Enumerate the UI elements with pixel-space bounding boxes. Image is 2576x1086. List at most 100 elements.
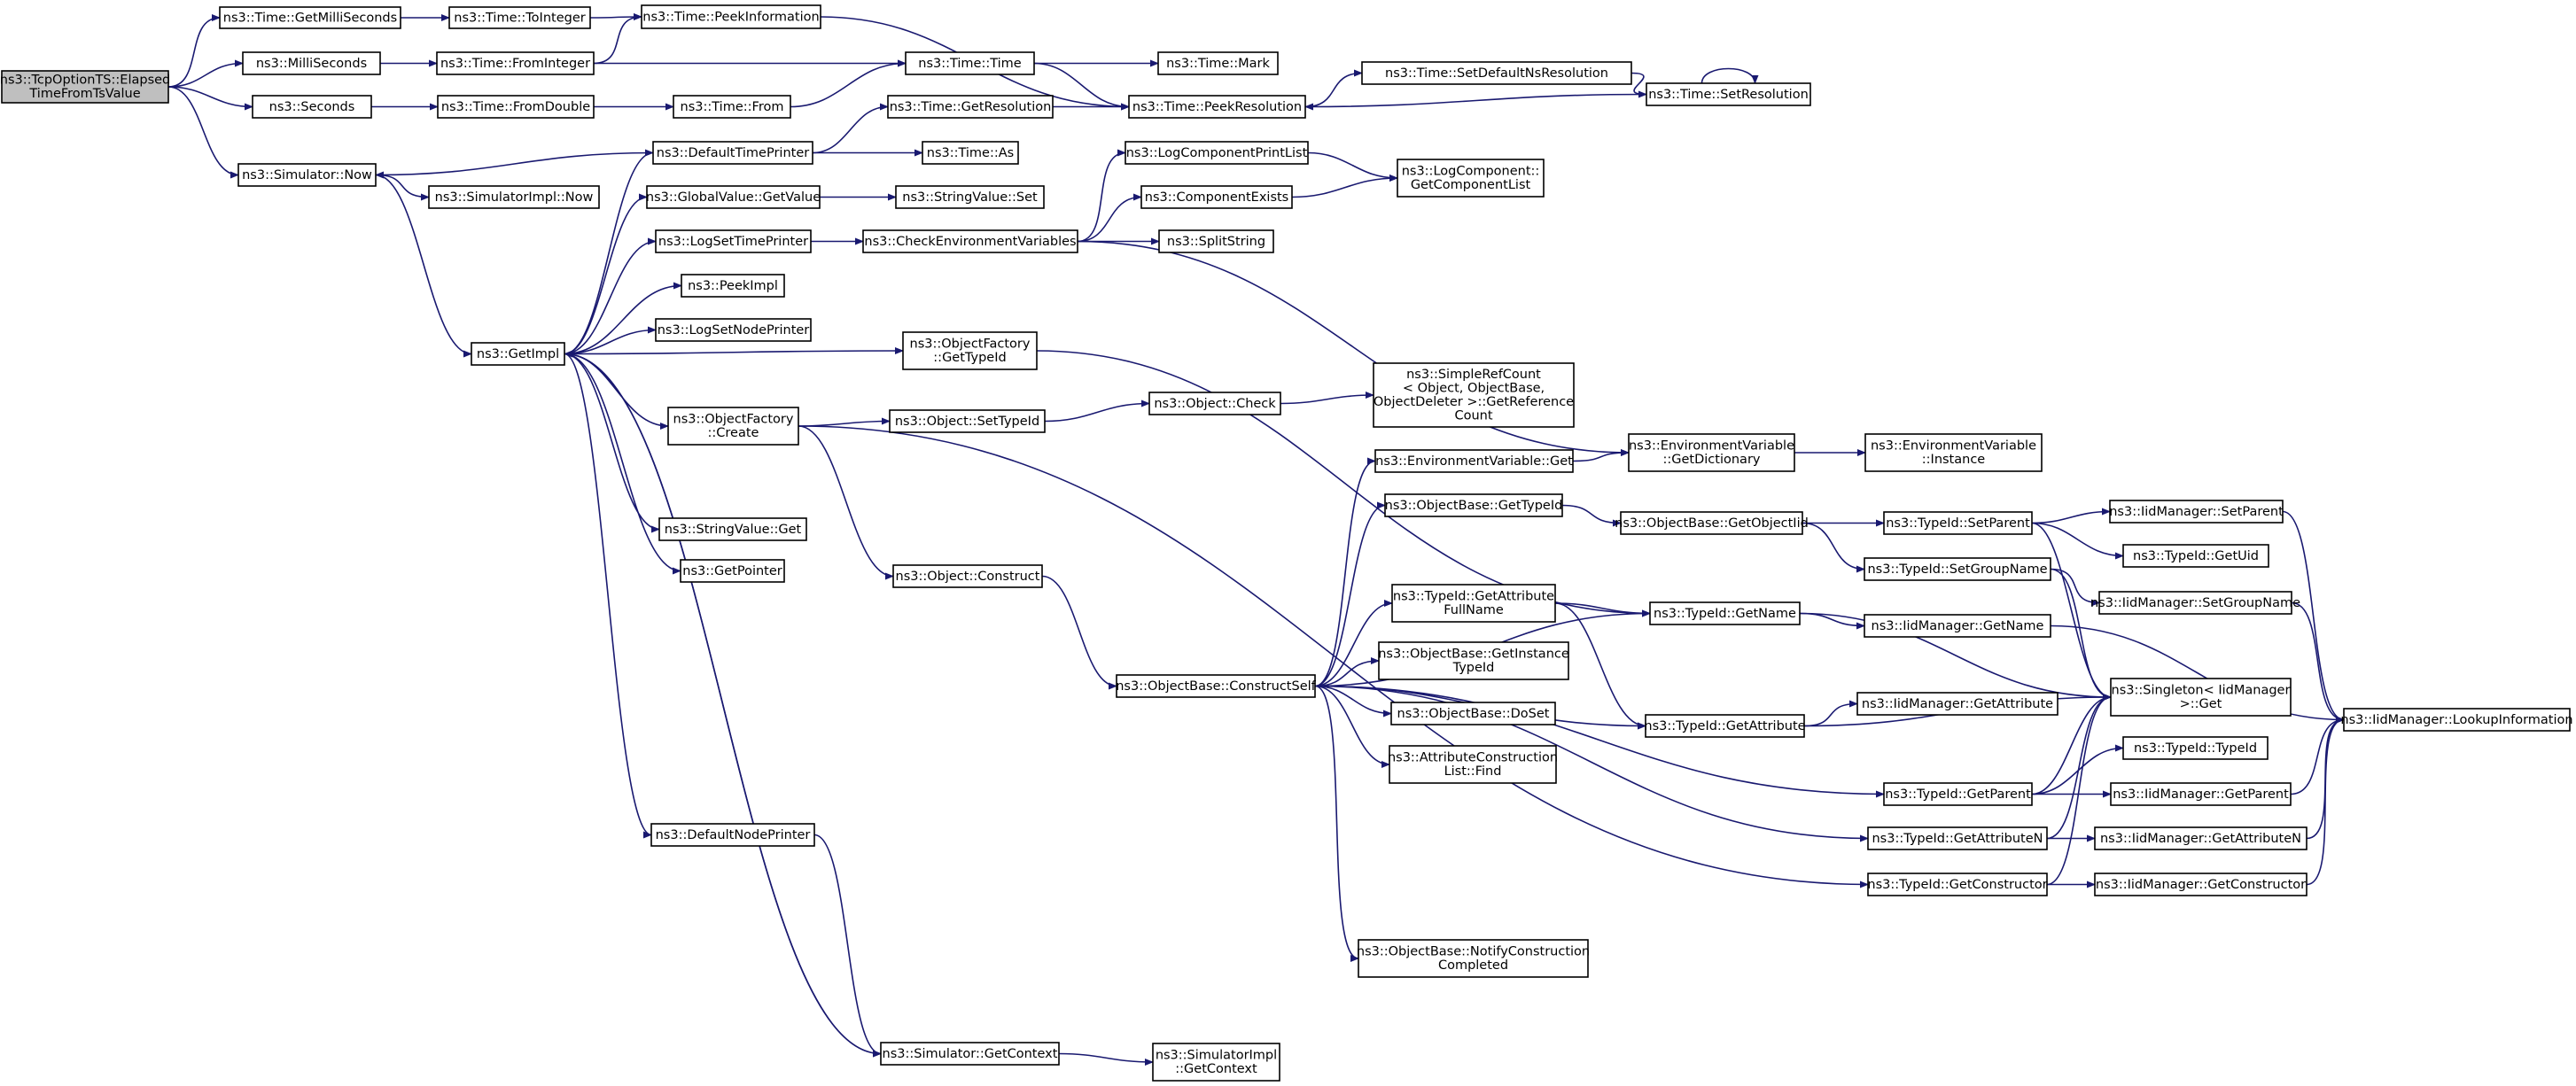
node-string-value-set[interactable]: ns3::StringValue::Set <box>895 185 1045 209</box>
node-box <box>2122 736 2269 760</box>
node-label: < Object, ObjectBase, <box>1403 382 1545 396</box>
node-peek-information[interactable]: ns3::Time::PeekInformation <box>641 4 821 29</box>
node-iid-lookup-information[interactable]: ns3::IidManager::LookupInformation <box>2340 708 2573 732</box>
node-from-integer[interactable]: ns3::Time::FromInteger <box>436 51 595 75</box>
node-time-as[interactable]: ns3::Time::As <box>922 141 1019 165</box>
node-type-id-get-parent[interactable]: ns3::TypeId::GetParent <box>1883 782 2033 806</box>
edge-arrow <box>1314 501 1386 687</box>
node-get-impl[interactable]: ns3::GetImpl <box>471 342 565 366</box>
node-type-id-type-id[interactable]: ns3::TypeId::TypeId <box>2122 736 2269 760</box>
node-object-base-do-set[interactable]: ns3::ObjectBase::DoSet <box>1390 702 1556 725</box>
node-label: ns3::IidManager::GetName <box>1872 619 2044 633</box>
node-box <box>2094 873 2308 896</box>
node-component-exists[interactable]: ns3::ComponentExists <box>1140 185 1293 209</box>
node-time-mark[interactable]: ns3::Time::Mark <box>1157 51 1279 75</box>
node-object-check[interactable]: ns3::Object::Check <box>1148 392 1281 415</box>
node-peek-impl[interactable]: ns3::PeekImpl <box>681 274 785 298</box>
node-env-var-instance[interactable]: ns3::EnvironmentVariable::Instance <box>1864 433 2043 472</box>
edge-object-factory-create-to-object-construct <box>798 425 894 580</box>
node-type-id-get-attribute-n[interactable]: ns3::TypeId::GetAttributeN <box>1867 826 2048 850</box>
node-object-set-type-id[interactable]: ns3::Object::SetTypeId <box>889 409 1046 433</box>
node-object-factory-get-type-id[interactable]: ns3::ObjectFactory::GetTypeId <box>902 331 1038 370</box>
node-peek-resolution[interactable]: ns3::Time::PeekResolution <box>1128 95 1306 119</box>
edge-arrow <box>1803 700 1858 727</box>
node-box <box>650 823 815 847</box>
node-object-factory-create[interactable]: ns3::ObjectFactory::Create <box>667 407 799 446</box>
node-type-id-set-parent[interactable]: ns3::TypeId::SetParent <box>1883 511 2033 535</box>
node-box <box>902 331 1038 370</box>
node-check-environment-variables[interactable]: ns3::CheckEnvironmentVariables <box>862 229 1078 253</box>
node-get-pointer[interactable]: ns3::GetPointer <box>680 559 785 583</box>
node-simple-ref-count[interactable]: ns3::SimpleRefCount< Object, ObjectBase,… <box>1373 362 1575 428</box>
node-set-resolution[interactable]: ns3::Time::SetResolution <box>1646 82 1811 106</box>
node-type-id-get-name[interactable]: ns3::TypeId::GetName <box>1649 601 1801 625</box>
node-env-var-get[interactable]: ns3::EnvironmentVariable::Get <box>1374 449 1574 473</box>
node-type-id-get-uid[interactable]: ns3::TypeId::GetUid <box>2122 544 2269 568</box>
node-global-value-get-value[interactable]: ns3::GlobalValue::GetValue <box>646 185 821 209</box>
edge-arrow <box>167 14 221 88</box>
node-box <box>219 6 401 29</box>
node-label: >::Get <box>2180 697 2222 711</box>
node-iid-set-parent[interactable]: ns3::IidManager::SetParent <box>2109 500 2284 524</box>
node-box <box>1867 873 2048 896</box>
node-object-base-notify-construction-completed[interactable]: ns3::ObjectBase::NotifyConstructionCompl… <box>1357 939 1590 978</box>
node-object-construct[interactable]: ns3::Object::Construct <box>892 564 1043 588</box>
node-iid-get-parent[interactable]: ns3::IidManager::GetParent <box>2110 782 2292 806</box>
node-sim-now[interactable]: ns3::Simulator::Now <box>237 163 377 187</box>
node-object-base-get-type-id[interactable]: ns3::ObjectBase::GetTypeId <box>1384 493 1563 517</box>
node-type-id-get-constructor[interactable]: ns3::TypeId::GetConstructor <box>1867 873 2048 896</box>
node-object-base-get-object-iid[interactable]: ns3::ObjectBase::GetObjectIid <box>1615 511 1809 535</box>
node-box <box>2110 678 2292 717</box>
node-label: ns3::Object::SetTypeId <box>895 415 1039 429</box>
edge-arrow <box>1291 175 1398 198</box>
edge-get-impl-to-object-factory-create <box>564 353 669 430</box>
node-iid-get-name[interactable]: ns3::IidManager::GetName <box>1864 614 2051 638</box>
node-env-var-get-dictionary[interactable]: ns3::EnvironmentVariable::GetDictionary <box>1628 433 1795 472</box>
node-time-time[interactable]: ns3::Time::Time <box>905 51 1035 75</box>
node-box <box>1 70 169 104</box>
node-log-component-print-list[interactable]: ns3::LogComponentPrintList <box>1125 141 1309 165</box>
node-default-node-printer[interactable]: ns3::DefaultNodePrinter <box>650 823 815 847</box>
node-label: ns3::EnvironmentVariable <box>1871 439 2036 454</box>
node-iid-get-attribute-n[interactable]: ns3::IidManager::GetAttributeN <box>2094 826 2308 850</box>
node-sim-impl-get-context[interactable]: ns3::SimulatorImpl::GetContext <box>1152 1043 1280 1082</box>
node-get-resolution[interactable]: ns3::Time::GetResolution <box>887 95 1054 119</box>
node-iid-get-attribute[interactable]: ns3::IidManager::GetAttribute <box>1856 692 2058 716</box>
node-iid-set-group-name[interactable]: ns3::IidManager::SetGroupName <box>2090 591 2300 615</box>
node-sim-get-context[interactable]: ns3::Simulator::GetContext <box>880 1042 1060 1066</box>
node-milli-seconds[interactable]: ns3::MilliSeconds <box>242 51 381 75</box>
node-log-set-node-printer[interactable]: ns3::LogSetNodePrinter <box>655 318 812 342</box>
node-type-id-get-attribute[interactable]: ns3::TypeId::GetAttribute <box>1644 714 1806 738</box>
node-seconds[interactable]: ns3::Seconds <box>252 95 372 119</box>
node-box <box>1157 51 1279 75</box>
edge-arrow <box>1307 151 1398 182</box>
node-sim-impl-now[interactable]: ns3::SimulatorImpl::Now <box>428 185 600 209</box>
node-label: ns3::TypeId::GetAttribute <box>1393 590 1554 604</box>
node-set-default-ns-resolution[interactable]: ns3::Time::SetDefaultNsResolution <box>1361 61 1632 85</box>
edge-arrow <box>2031 522 2112 701</box>
node-box <box>428 185 600 209</box>
edge-set-resolution-to-set-resolution <box>1700 67 1759 84</box>
node-log-set-time-printer[interactable]: ns3::LogSetTimePrinter <box>655 229 812 253</box>
node-default-time-printer[interactable]: ns3::DefaultTimePrinter <box>652 141 813 165</box>
node-time-from[interactable]: ns3::Time::From <box>673 95 791 119</box>
edge-iid-set-group-name-to-iid-lookup-information <box>2291 601 2345 724</box>
node-object-base-construct-self[interactable]: ns3::ObjectBase::ConstructSelf <box>1116 674 1317 698</box>
node-iid-get-constructor[interactable]: ns3::IidManager::GetConstructor <box>2094 873 2308 896</box>
node-log-component-get-component-list[interactable]: ns3::LogComponent::GetComponentList <box>1397 159 1545 198</box>
node-singleton-get[interactable]: ns3::Singleton< IidManager>::Get <box>2110 678 2292 717</box>
node-type-id-set-group-name[interactable]: ns3::TypeId::SetGroupName <box>1864 557 2051 581</box>
node-label: ns3::Simulator::Now <box>242 168 372 182</box>
node-string-value-get[interactable]: ns3::StringValue::Get <box>658 517 807 541</box>
node-box <box>655 318 812 342</box>
node-to-integer[interactable]: ns3::Time::ToInteger <box>448 6 591 29</box>
node-label: ns3::TypeId::GetUid <box>2133 549 2259 563</box>
edge-arrow <box>167 86 253 111</box>
node-split-string[interactable]: ns3::SplitString <box>1158 229 1274 253</box>
node-from-double[interactable]: ns3::Time::FromDouble <box>437 95 595 119</box>
node-get-milli-seconds[interactable]: ns3::Time::GetMilliSeconds <box>219 6 401 29</box>
